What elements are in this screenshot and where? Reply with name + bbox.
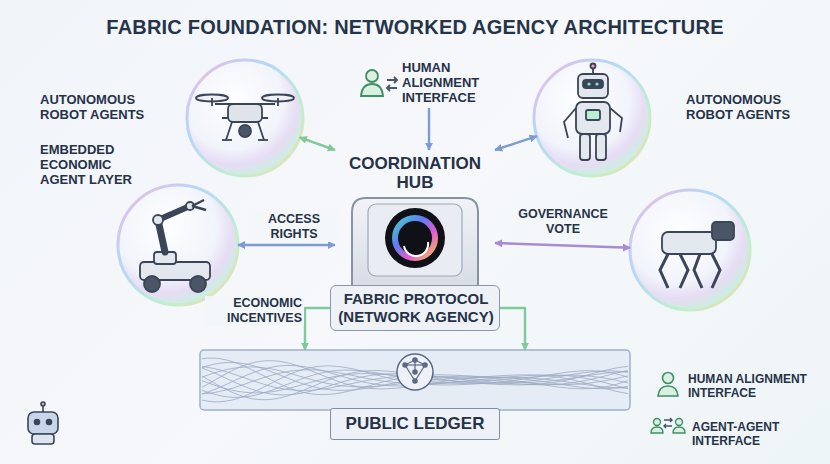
protocol-box: FABRIC PROTOCOL (NETWORK AGENCY) [330,285,500,331]
agent-bubble: EMBEDDED ECONOMIC AGENT LAYER [118,185,238,305]
edge-label: ECONOMIC INCENTIVES [205,296,304,326]
node-label: AUTONOMOUS ROBOT AGENTS [686,92,816,122]
connector [500,308,525,350]
connector [495,136,537,150]
legend-icon [658,373,678,397]
connector [428,108,430,150]
robot-dog [660,222,734,288]
interface-node: HUMAN ALIGNMENT INTERFACE [358,58,500,108]
ledger-band [200,350,630,410]
node-label: EMBEDDED ECONOMIC AGENT LAYER [40,142,136,187]
node-label: FABRIC PROTOCOL (NETWORK AGENCY) [335,290,497,326]
edge-label: GOVERNANCE VOTE [515,207,611,237]
agent-bubble [630,190,750,310]
agent-bubble: AUTONOMOUS ROBOT AGENTS [534,60,650,176]
weave-line [202,368,628,395]
title: FABRIC FOUNDATION: NETWORKED AGENCY ARCH… [0,16,830,39]
edge-label: ACCESS RIGHTS [250,212,338,242]
connector [238,244,335,246]
node-label: AUTONOMOUS ROBOT AGENTS [40,92,172,122]
human-icon [361,70,397,96]
node-label: PUBLIC LEDGER [330,408,500,440]
hub-device [352,198,478,285]
connector [495,243,630,248]
robot-mascot [28,402,58,444]
humanoid-robot [564,64,622,161]
robot-arm [140,200,210,292]
legend-icon [651,418,685,433]
connector [305,308,330,350]
node-label: HUMAN ALIGNMENT INTERFACE [402,60,498,105]
weave-line [202,366,628,399]
bubble [118,60,750,310]
connector [300,137,335,150]
agent-bubble: AUTONOMOUS ROBOT AGENTS [187,60,303,176]
legend-text: HUMAN ALIGNMENT INTERFACE [688,372,813,400]
node-label: COORDINATION HUB [335,154,495,192]
legend-text: AGENT-AGENT INTERFACE [692,420,817,448]
ledger-band: PUBLIC LEDGER [200,350,630,445]
hub-node: COORDINATION HUB [335,150,495,285]
drone [196,95,294,141]
